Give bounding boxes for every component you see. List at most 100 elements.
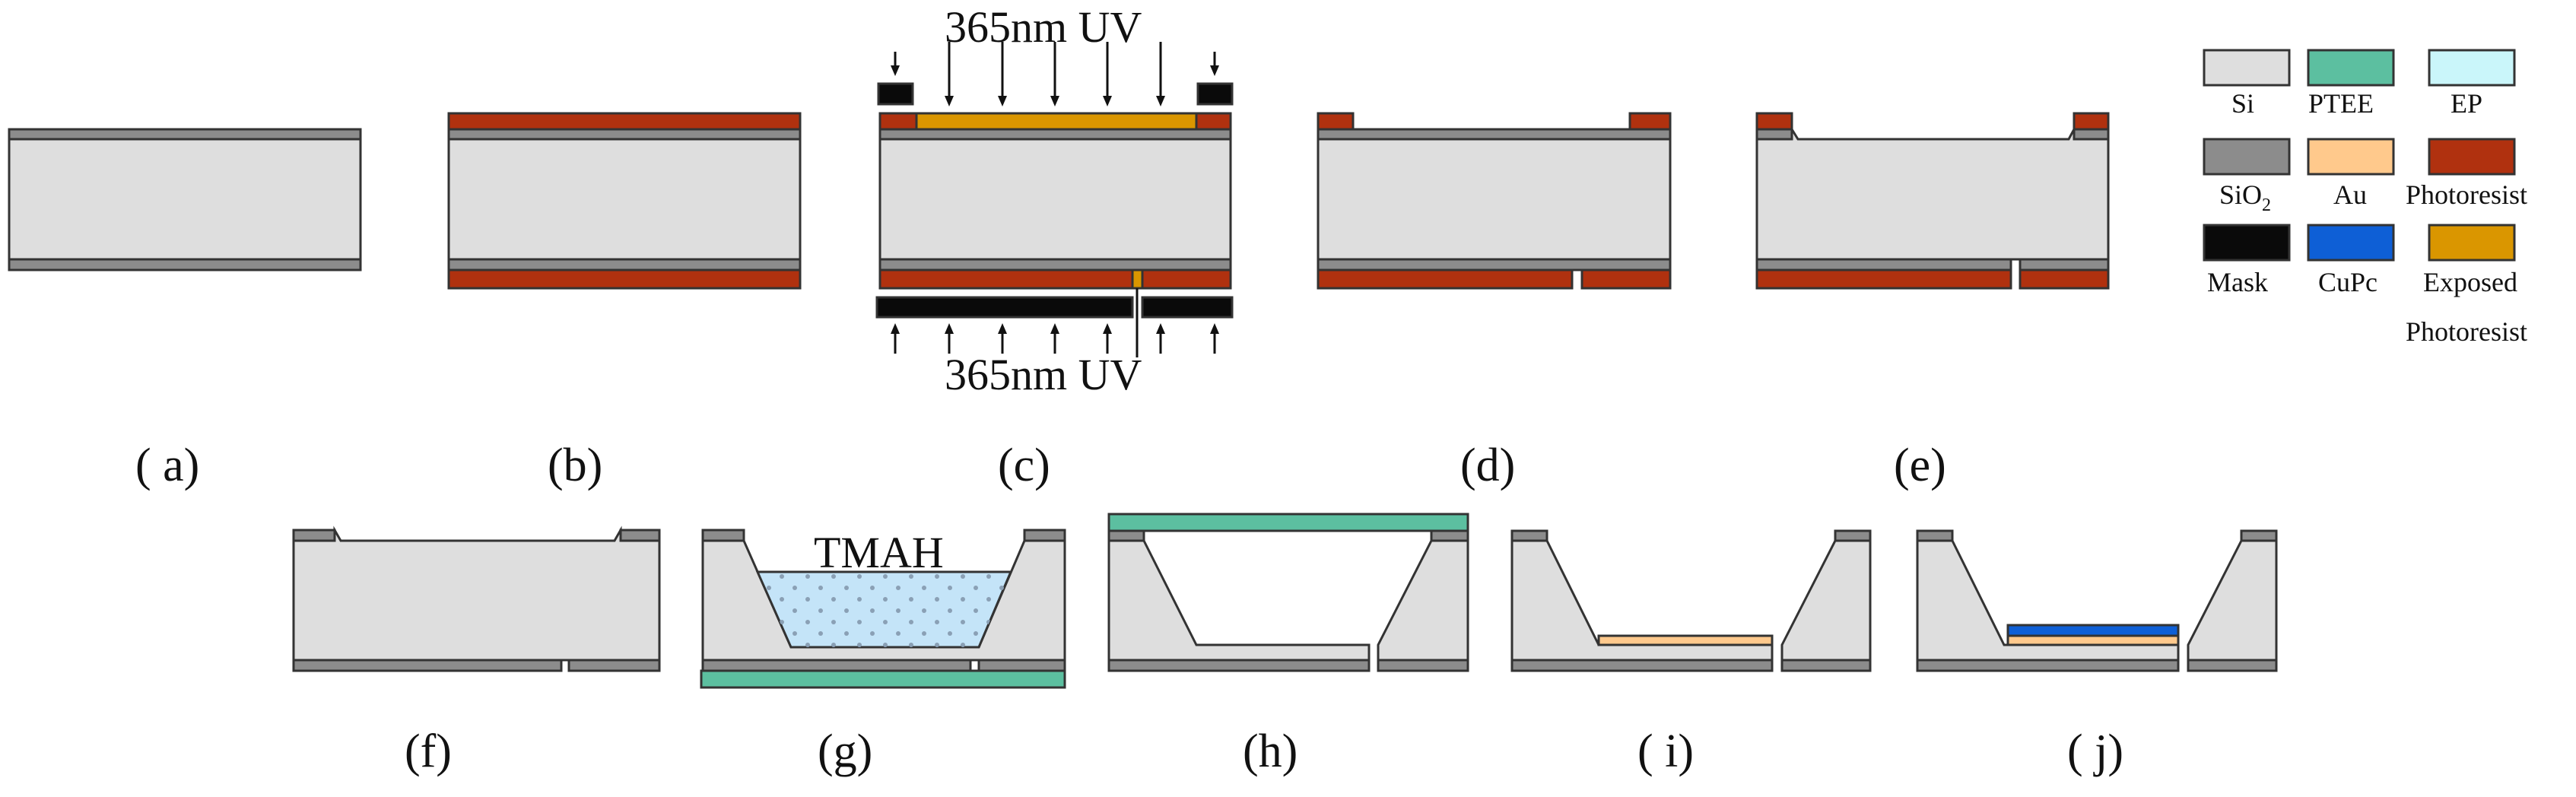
sio2-top-left: [1755, 128, 1793, 141]
sio2-bottom-layer: [878, 258, 1232, 271]
step-label-c: (c): [998, 440, 1050, 491]
step-c-exposure: 365nm UV 365nm UV: [875, 2, 1234, 399]
si-substrate: [1317, 138, 1672, 261]
uv-arrow-top-head: [1103, 96, 1112, 106]
step-f-resist-stripped: [292, 526, 661, 672]
top-mask-right: [1196, 82, 1234, 106]
sio2-bottom-left: [1510, 659, 1774, 672]
uv-arrow-bottom-head: [1103, 323, 1112, 334]
sio2-bottom-left: [1916, 659, 2180, 672]
bottom-mask-left: [875, 296, 1134, 319]
uv-arrow-top-head: [998, 96, 1007, 106]
legend: Si PTEE EP SiO2 Au Photoresist Mask CuPc…: [2203, 49, 2527, 347]
sio2-top-right: [619, 529, 661, 542]
sio2-top-right: [1834, 529, 1872, 542]
sio2-bottom-right: [1780, 659, 1872, 672]
uv-arrows-bottom: [891, 288, 1219, 357]
ptee-protection-bottom: [700, 669, 1066, 689]
tmah-etchant-dots: [758, 572, 1011, 647]
uv-arrow-bottom-head: [891, 323, 900, 334]
step-label-f: (f): [405, 726, 452, 777]
step-label-i: ( i): [1637, 726, 1694, 777]
legend-label-sio2: SiO2: [2219, 179, 2271, 215]
si-substrate: [878, 138, 1232, 261]
sio2-top-layer: [878, 128, 1232, 141]
uv-arrow-bottom-head: [1156, 323, 1165, 334]
step-d-developed: [1317, 112, 1672, 290]
sio2-bottom-right: [2019, 258, 2110, 271]
exposed-photoresist-bottom: [1131, 268, 1144, 290]
photoresist-top-left: [1317, 112, 1355, 131]
sio2-bottom-left: [292, 659, 563, 672]
au-electrode: [2006, 634, 2180, 646]
photoresist-bottom: [447, 268, 802, 290]
legend-swatch-au: [2307, 138, 2395, 176]
uv-arrow-top-head: [891, 65, 900, 76]
si-right-wall: [2187, 539, 2278, 662]
legend-label-photoresist: Photoresist: [2406, 179, 2527, 210]
step-a-wafer: [8, 128, 362, 271]
si-right-wall: [1780, 539, 1872, 662]
legend-label-au: Au: [2333, 179, 2367, 210]
top-mask-left: [877, 82, 914, 106]
photoresist-top-right: [1195, 112, 1232, 131]
step-e-oxide-etched: [1755, 112, 2110, 290]
legend-label-ptee: PTEE: [2308, 88, 2374, 119]
uv-arrow-top-head: [1156, 96, 1165, 106]
tmah-label: TMAH: [814, 528, 944, 577]
sio2-bottom-right: [977, 659, 1066, 672]
au-electrode: [1597, 634, 1774, 646]
step-label-e: (e): [1894, 440, 1946, 491]
step-label-h: (h): [1243, 726, 1298, 777]
sio2-top-layer: [1317, 128, 1672, 141]
sio2-bottom-right: [567, 659, 661, 672]
si-substrate: [292, 526, 661, 662]
photoresist-bottom-left: [878, 268, 1134, 290]
sio2-top-left: [1510, 529, 1548, 542]
step-label-a: ( a): [135, 440, 199, 491]
sio2-bottom-layer: [1317, 258, 1672, 271]
photoresist-bottom-right: [2019, 268, 2110, 290]
step-b-wafer: [447, 112, 802, 290]
photoresist-top-left: [1755, 112, 1793, 131]
uv-arrow-bottom-head: [945, 323, 954, 334]
si-substrate: [1755, 125, 2110, 261]
sio2-bottom-left: [1107, 659, 1371, 672]
sio2-bottom-layer: [447, 258, 802, 271]
sio2-bottom-left: [1755, 258, 2012, 271]
legend-label-mask: Mask: [2207, 267, 2268, 297]
uv-arrows-top: [891, 42, 1219, 106]
step-label-j: ( j): [2067, 726, 2123, 777]
photoresist-bottom-left: [1317, 268, 1574, 290]
uv-arrow-top-head: [1050, 96, 1059, 106]
uv-arrow-top-head: [1210, 65, 1219, 76]
sio2-top-left: [292, 529, 336, 542]
uv-label-top: 365nm UV: [945, 2, 1142, 52]
legend-label-ep: EP: [2451, 88, 2482, 119]
legend-label-exposed: Exposed: [2423, 267, 2517, 297]
photoresist-top-right: [2073, 112, 2110, 131]
sio2-top-right: [1430, 529, 1469, 542]
si-substrate: [447, 138, 802, 261]
legend-swatch-photoresist: [2428, 138, 2516, 176]
legend-swatch-mask: [2203, 224, 2291, 262]
sio2-top-layer: [8, 128, 362, 141]
exposed-photoresist-top: [915, 112, 1198, 131]
legend-label-exposed-2: Photoresist: [2406, 316, 2527, 347]
sio2-top-right: [1023, 529, 1066, 542]
sio2-bottom-right: [2187, 659, 2278, 672]
bottom-mask-right: [1141, 296, 1234, 319]
si-substrate: [8, 138, 362, 261]
uv-arrow-bottom-head: [998, 323, 1007, 334]
step-label-b: (b): [548, 440, 602, 491]
uv-arrow-top-head: [945, 96, 954, 106]
step-label-d: (d): [1460, 440, 1515, 491]
sio2-top-right: [2073, 128, 2110, 141]
cupc-film: [2006, 624, 2180, 637]
photoresist-top-left: [878, 112, 918, 131]
legend-swatch-ep: [2428, 49, 2516, 87]
sio2-top-left: [1107, 529, 1145, 542]
sio2-top-left: [1916, 529, 1954, 542]
legend-label-si: Si: [2231, 88, 2254, 119]
